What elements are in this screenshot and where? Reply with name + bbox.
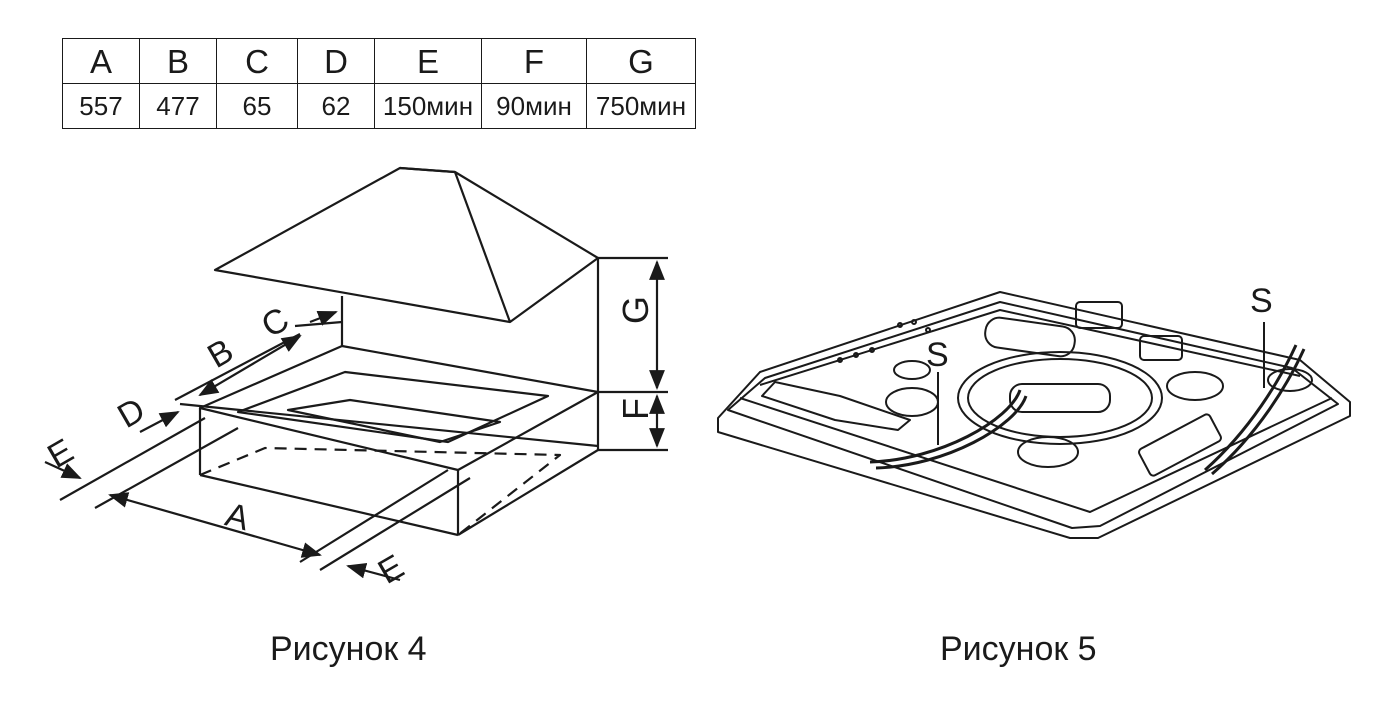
header-a: A: [62, 38, 140, 84]
hob-underside: [717, 291, 1351, 539]
label-e-right: E: [372, 547, 411, 591]
header-b: B: [139, 38, 217, 84]
label-g: G: [615, 296, 656, 324]
hob-box: [198, 296, 600, 537]
label-e-left: E: [41, 432, 80, 476]
figure4-drawing: [44, 166, 668, 582]
dimensions-table: A B C D E F G 557 477 65 62 150мин 90мин…: [62, 38, 696, 129]
dimension-arrows: [44, 310, 401, 582]
value-a: 557: [62, 83, 140, 129]
value-d: 62: [297, 83, 375, 129]
power-cables: [869, 344, 1306, 476]
label-s-left: S: [926, 336, 949, 374]
value-f: 90мин: [481, 83, 587, 129]
value-e: 150мин: [374, 83, 482, 129]
height-dimensions: [598, 256, 668, 452]
figure5-drawing: [717, 291, 1351, 539]
value-b: 477: [139, 83, 217, 129]
label-s-right: S: [1250, 282, 1273, 320]
figure5-labels: S S: [926, 282, 1273, 374]
figure4-caption: Рисунок 4: [270, 630, 427, 668]
table-header-row: A B C D E F G: [62, 38, 696, 84]
header-g: G: [586, 38, 696, 84]
s-leader-lines: [937, 322, 1265, 445]
hood-shape: [213, 166, 600, 392]
value-g: 750мин: [586, 83, 696, 129]
label-a: A: [221, 496, 253, 539]
value-c: 65: [216, 83, 298, 129]
figure5-caption: Рисунок 5: [940, 630, 1097, 668]
extension-lines: [59, 320, 599, 571]
label-f: F: [615, 398, 656, 420]
header-d: D: [297, 38, 375, 84]
table-values-row: 557 477 65 62 150мин 90мин 750мин: [62, 83, 696, 129]
